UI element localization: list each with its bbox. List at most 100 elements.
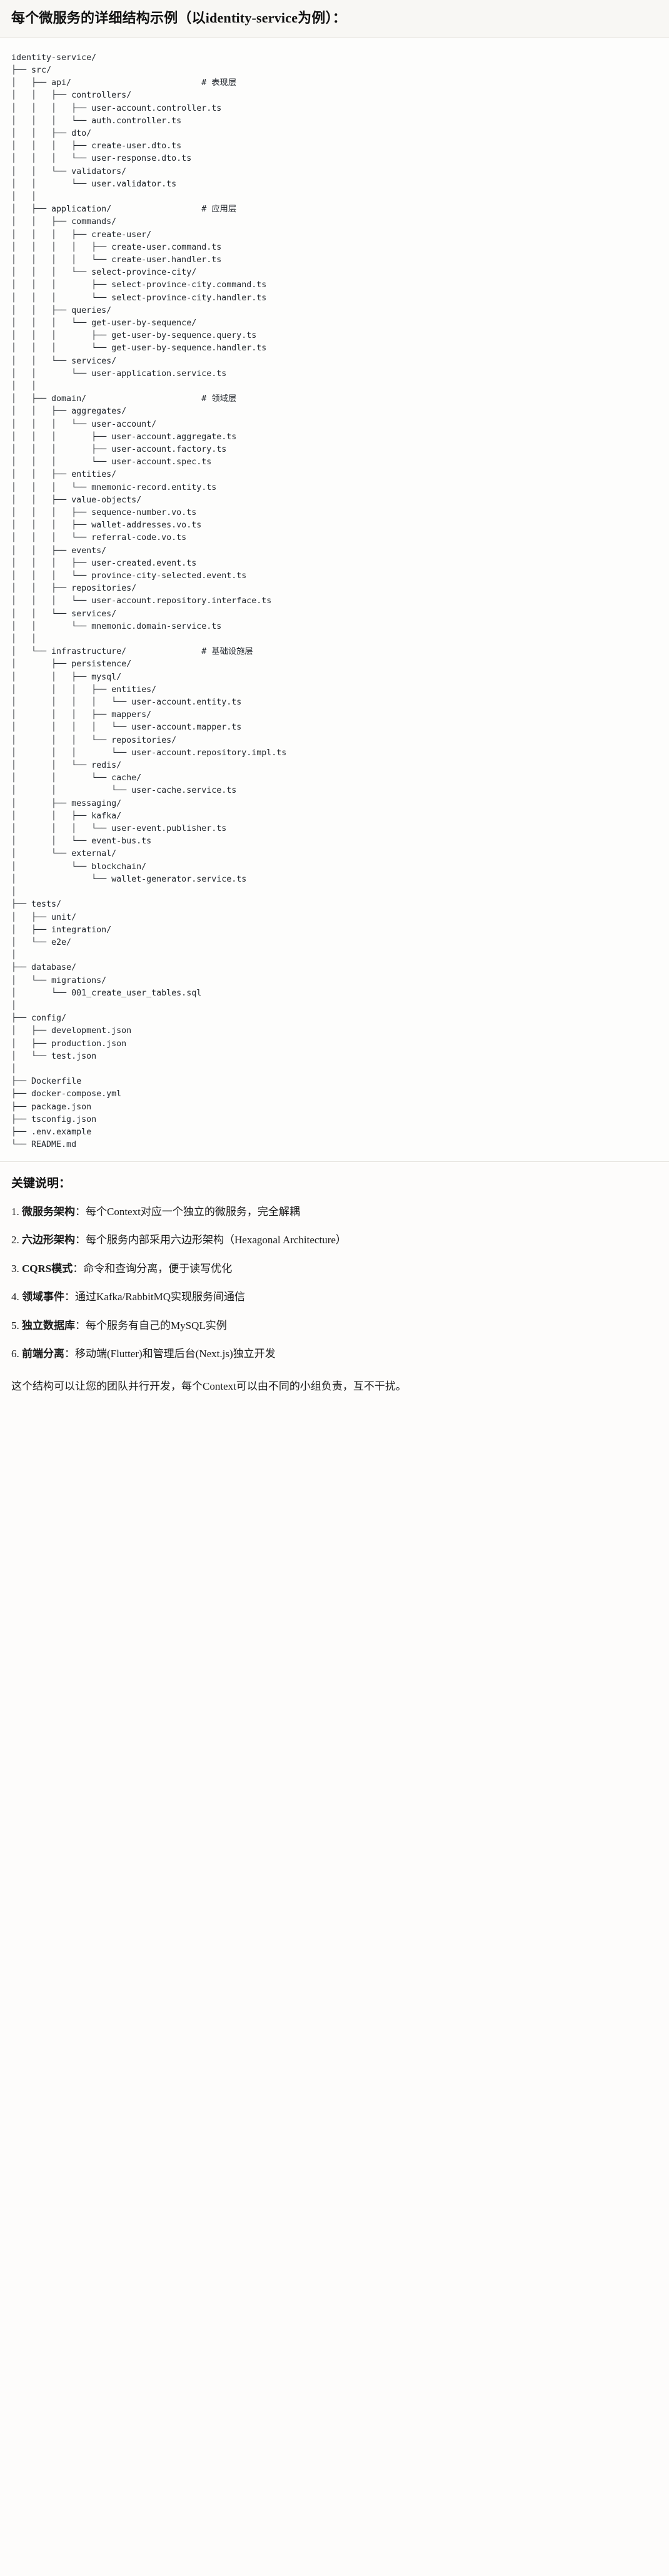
tree-line: │ └── migrations/ xyxy=(11,975,658,987)
tree-entry: │ │ │ └── get-user-by-sequence.handler.t… xyxy=(11,344,267,354)
key-note-separator: ： xyxy=(75,1205,86,1218)
tree-line: │ └── external/ xyxy=(11,848,658,860)
tree-line: │ │ └── user.validator.ts xyxy=(11,178,658,191)
tree-line: │ xyxy=(11,886,658,899)
tree-entry: │ │ ├── kafka/ xyxy=(11,811,122,821)
key-note-description: 移动端(Flutter)和管理后台(Next.js)独立开发 xyxy=(75,1348,276,1360)
tree-line: ├── Dockerfile xyxy=(11,1076,658,1088)
tree-layer-comment: # 领域层 xyxy=(201,394,237,404)
tree-line: │ │ │ ├── sequence-number.vo.ts xyxy=(11,507,658,519)
tree-layer-comment: # 应用层 xyxy=(201,205,237,215)
tree-line: │ │ └── user-application.service.ts xyxy=(11,368,658,380)
tree-line: ├── .env.example xyxy=(11,1126,658,1139)
tree-entry: │ │ └── user.validator.ts xyxy=(11,179,177,189)
tree-line: │ │ xyxy=(11,633,658,646)
tree-line: │ │ ├── commands/ xyxy=(11,216,658,228)
tree-entry: │ │ └── redis/ xyxy=(11,761,122,771)
key-note-term: CQRS模式 xyxy=(22,1262,73,1275)
tree-line: │ └── e2e/ xyxy=(11,937,658,949)
tree-line: ├── config/ xyxy=(11,1012,658,1025)
heading-band: 每个微服务的详细结构示例（以identity-service为例）： xyxy=(0,0,669,38)
tree-line: │ │ │ ├── user-created.event.ts xyxy=(11,557,658,570)
tree-entry: │ │ │ └── user-event.publisher.ts xyxy=(11,824,227,834)
tree-line: │ │ ├── dto/ xyxy=(11,128,658,140)
tree-entry: │ │ │ └── repositories/ xyxy=(11,735,177,745)
tree-entry: │ ├── unit/ xyxy=(11,912,77,922)
tree-line: │ │ │ ├── wallet-addresses.vo.ts xyxy=(11,519,658,532)
tree-line: │ ├── persistence/ xyxy=(11,658,658,671)
tree-line: │ │ ├── mysql/ xyxy=(11,671,658,684)
tree-entry: ├── .env.example xyxy=(11,1127,92,1137)
key-note-number: 6. xyxy=(11,1348,22,1360)
tree-line: identity-service/ xyxy=(11,52,658,64)
tree-entry: │ │ ├── mysql/ xyxy=(11,672,122,682)
tree-entry: │ └── external/ xyxy=(11,849,117,859)
key-note-item: 2. 六边形架构：每个服务内部采用六边形架构（Hexagonal Archite… xyxy=(11,1232,658,1248)
tree-entry: │ │ xyxy=(11,634,37,644)
tree-line: │ │ │ ├── select-province-city.command.t… xyxy=(11,279,658,292)
tree-line: │ │ │ └── province-city-selected.event.t… xyxy=(11,570,658,583)
tree-entry: │ │ │ └── auth.controller.ts xyxy=(11,116,182,126)
key-note-description: 通过Kafka/RabbitMQ实现服务间通信 xyxy=(75,1291,245,1303)
tree-entry: │ │ │ ├── select-province-city.command.t… xyxy=(11,280,267,290)
tree-line: │ │ └── validators/ xyxy=(11,166,658,178)
tree-entry: │ │ │ │ ├── create-user.command.ts xyxy=(11,242,222,252)
tree-entry: │ │ │ │ └── user-account.mapper.ts xyxy=(11,723,242,733)
tree-entry: │ │ │ └── user-account.spec.ts xyxy=(11,457,212,467)
tree-line: │ └── infrastructure/ # 基础设施层 xyxy=(11,646,658,658)
tree-line: │ xyxy=(11,1063,658,1076)
tree-line: │ └── 001_create_user_tables.sql xyxy=(11,987,658,1000)
key-note-term: 前端分离 xyxy=(22,1348,64,1360)
tree-line: │ │ │ │ └── user-account.entity.ts xyxy=(11,696,658,709)
tree-entry: │ │ ├── commands/ xyxy=(11,217,117,227)
key-note-description: 命令和查询分离，便于读写优化 xyxy=(83,1262,233,1275)
tree-entry: │ │ xyxy=(11,381,37,391)
tree-entry: │ ├── development.json xyxy=(11,1026,132,1036)
tree-entry: │ │ │ └── user-response.dto.ts xyxy=(11,154,192,164)
tree-entry: │ │ │ ├── wallet-addresses.vo.ts xyxy=(11,521,202,531)
key-note-separator: ： xyxy=(75,1319,86,1331)
tree-line: │ │ ├── value-objects/ xyxy=(11,494,658,507)
key-note-separator: ： xyxy=(64,1291,75,1303)
tree-entry: │ │ │ └── province-city-selected.event.t… xyxy=(11,571,247,581)
key-note-item: 6. 前端分离：移动端(Flutter)和管理后台(Next.js)独立开发 xyxy=(11,1346,658,1362)
tree-entry: └── README.md xyxy=(11,1140,77,1150)
tree-entry: │ │ ├── controllers/ xyxy=(11,91,132,101)
tree-line: ├── docker-compose.yml xyxy=(11,1088,658,1101)
key-note-term: 领域事件 xyxy=(22,1291,64,1303)
directory-tree: identity-service/├── src/│ ├── api/ # 表现… xyxy=(11,52,658,1152)
tree-entry: │ └── migrations/ xyxy=(11,975,107,985)
tree-entry: │ │ ├── repositories/ xyxy=(11,584,137,594)
tree-line: │ │ ├── entities/ xyxy=(11,469,658,481)
tree-line: ├── tests/ xyxy=(11,899,658,911)
tree-line: │ │ │ └── user-event.publisher.ts xyxy=(11,823,658,835)
tree-line: │ │ ├── repositories/ xyxy=(11,583,658,595)
tree-entry: ├── Dockerfile xyxy=(11,1077,82,1087)
key-note-separator: ： xyxy=(75,1234,86,1246)
tree-entry: │ ├── persistence/ xyxy=(11,659,132,669)
tree-line: │ │ │ ├── entities/ xyxy=(11,684,658,696)
tree-entry: │ │ └── user-application.service.ts xyxy=(11,369,227,379)
tree-line: │ │ │ └── get-user-by-sequence.handler.t… xyxy=(11,342,658,355)
tree-line: │ │ │ │ └── create-user.handler.ts xyxy=(11,254,658,267)
tree-line: │ xyxy=(11,1000,658,1012)
tree-entry: │ ├── messaging/ xyxy=(11,798,122,808)
tree-entry: │ │ │ └── select-province-city/ xyxy=(11,268,197,278)
tree-entry: │ └── test.json xyxy=(11,1051,97,1061)
tree-line: ├── src/ xyxy=(11,64,658,77)
tree-line: │ │ └── event-bus.ts xyxy=(11,835,658,848)
tree-entry: │ └── 001_create_user_tables.sql xyxy=(11,988,202,998)
tree-line: └── README.md xyxy=(11,1139,658,1151)
tree-entry: │ xyxy=(11,887,17,897)
tree-line: │ │ ├── controllers/ xyxy=(11,89,658,102)
tree-line: │ │ └── redis/ xyxy=(11,760,658,772)
tree-line: │ │ │ ├── mappers/ xyxy=(11,709,658,721)
tree-entry: │ │ │ ├── create-user/ xyxy=(11,230,152,240)
key-note-item: 3. CQRS模式：命令和查询分离，便于读写优化 xyxy=(11,1261,658,1277)
tree-entry: │ xyxy=(11,1064,17,1074)
tree-entry: │ │ │ └── select-province-city.handler.t… xyxy=(11,293,267,303)
tree-entry: │ ├── domain/ xyxy=(11,394,202,404)
tree-entry: │ │ xyxy=(11,191,37,201)
